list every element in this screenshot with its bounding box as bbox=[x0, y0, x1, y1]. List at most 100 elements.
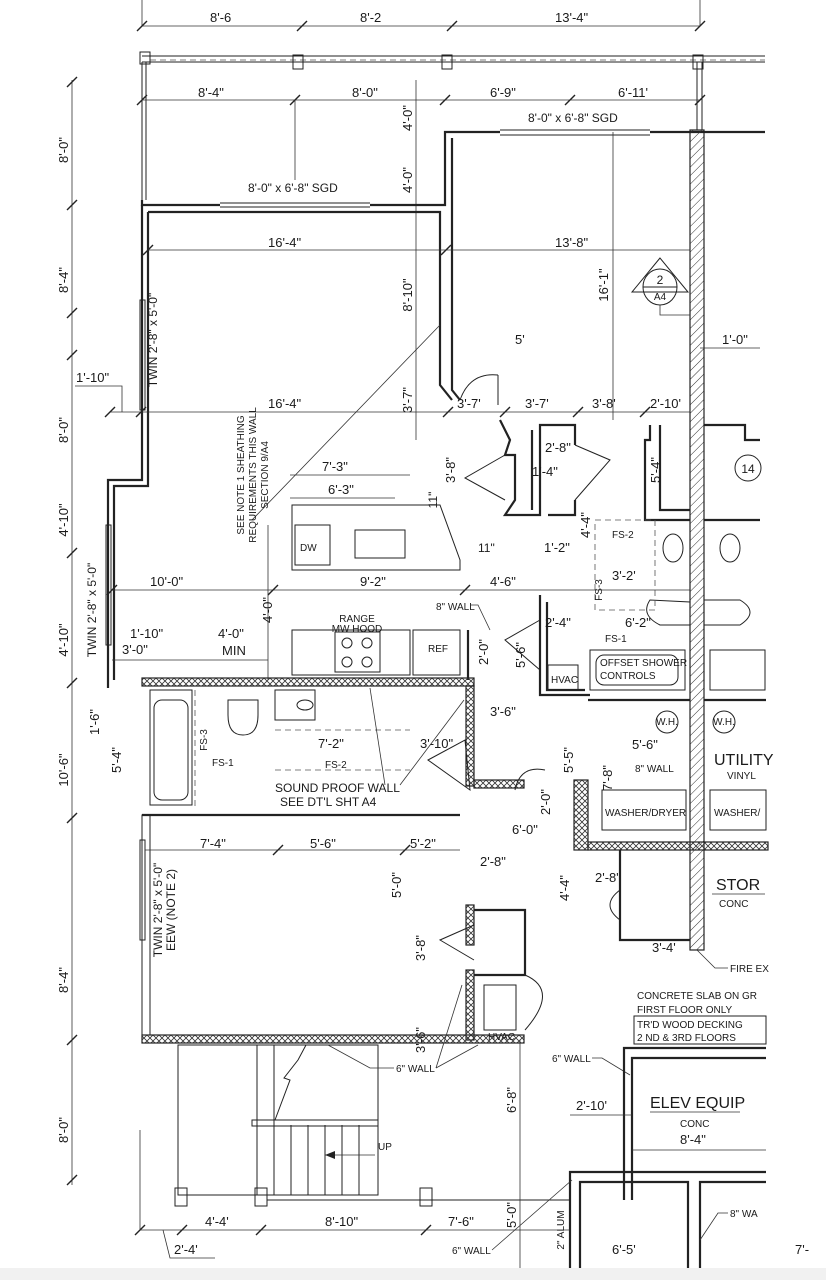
dim-text: 7'-4" bbox=[200, 836, 226, 851]
dim-text: 10'-0" bbox=[150, 574, 184, 589]
dim-text: 4'-4" bbox=[557, 875, 572, 901]
dim-text: 3'-2' bbox=[612, 568, 636, 583]
shower-note: OFFSET SHOWER bbox=[600, 658, 687, 669]
dim-text: 2'-4" bbox=[545, 615, 571, 630]
dim-text: 3'-0" bbox=[122, 642, 148, 657]
sliding-door-label: 8'-0" x 6'-8" SGD bbox=[248, 181, 338, 195]
elevator-equipment-room bbox=[568, 1046, 766, 1268]
material-note: 2" ALUM bbox=[556, 1210, 567, 1249]
dim-text: 3'-8' bbox=[592, 396, 616, 411]
dim-text: 10'-6" bbox=[56, 753, 71, 787]
hvac-label: HVAC bbox=[551, 675, 578, 686]
dim-text: 16'-1" bbox=[596, 268, 611, 302]
dim-text: 3'-7" bbox=[400, 387, 415, 413]
window-label: TWIN 2'-8" x 5'-0" bbox=[146, 293, 160, 387]
dim-text: 9'-2" bbox=[360, 574, 386, 589]
window-label: TWIN 2'-8" x 5'-0" bbox=[151, 863, 165, 957]
decking-note-box bbox=[633, 1015, 767, 1045]
wall-note: SEE DT'L SHT A4 bbox=[280, 795, 377, 809]
stairs bbox=[174, 1044, 570, 1207]
sound-proof-wall bbox=[587, 841, 769, 851]
hvac-label: HVAC bbox=[488, 1032, 515, 1043]
dim-text: 2'-10' bbox=[650, 396, 681, 411]
note-text: SECTION 9/A4 bbox=[260, 441, 271, 509]
floor-finish: CONC bbox=[680, 1119, 709, 1130]
dim-text: 13'-8" bbox=[555, 235, 589, 250]
dim-text: 7'-3" bbox=[322, 459, 348, 474]
wall-note: 6" WALL bbox=[452, 1246, 491, 1257]
dim-text: 7'-8" bbox=[600, 765, 615, 791]
left-dimension-line bbox=[66, 76, 78, 1186]
dim-text: 2'-8" bbox=[480, 854, 506, 869]
dim-text: 5'-4" bbox=[109, 747, 124, 773]
fixture-label: FS-1 bbox=[212, 758, 234, 769]
dim-text: 6'-0" bbox=[512, 822, 538, 837]
fixture-label: FS-2 bbox=[612, 530, 634, 541]
floor-finish: CONC bbox=[719, 899, 748, 910]
fixture-label: FS-3 bbox=[199, 729, 210, 751]
sound-proof-wall bbox=[573, 779, 589, 851]
dim-text: 3'-7' bbox=[525, 396, 549, 411]
utility-room bbox=[588, 698, 767, 831]
appliance-label: RANGE bbox=[339, 614, 375, 625]
dim-text: 2'-8" bbox=[545, 440, 571, 455]
dim-text: 8'-4" bbox=[56, 967, 71, 993]
dim-text: 3'-10" bbox=[420, 736, 454, 751]
dim-text: 4'-10" bbox=[56, 623, 71, 657]
dim-text: 1'-0" bbox=[722, 332, 748, 347]
dim-text: 4'-10" bbox=[56, 503, 71, 537]
dim-text: 5'-6" bbox=[310, 836, 336, 851]
dim-text: 4'-0" bbox=[400, 105, 415, 131]
dim-text: 5'-6" bbox=[632, 737, 658, 752]
dim-text: 4'-4' bbox=[205, 1214, 229, 1229]
dim-text: 8'-0" bbox=[56, 1117, 71, 1143]
dim-text: 8'-0" bbox=[352, 85, 378, 100]
dim-text: 3'-4' bbox=[652, 940, 676, 955]
section-number: 2 bbox=[657, 273, 664, 287]
stair-direction: UP bbox=[378, 1142, 392, 1153]
dim-text: 13'-4" bbox=[555, 10, 589, 25]
appliance-label: MW HOOD bbox=[332, 624, 383, 635]
dim-text: 1'-10" bbox=[76, 370, 110, 385]
dim-text: 7'- bbox=[795, 1242, 809, 1257]
window bbox=[105, 524, 112, 646]
dim-text: 5'-5" bbox=[561, 747, 576, 773]
dim-text: 2'-0" bbox=[476, 639, 491, 665]
dim-text: 6'-2" bbox=[625, 615, 651, 630]
dim-text: 6'-9" bbox=[490, 85, 516, 100]
dim-text: 2'-10' bbox=[576, 1098, 607, 1113]
water-heater-label: W.H. bbox=[656, 717, 678, 728]
dim-text: 3'-7' bbox=[457, 396, 481, 411]
note-text: REQUIREMENTS THIS WALL bbox=[248, 407, 259, 543]
room-label: ELEV EQUIP bbox=[650, 1095, 745, 1112]
wall bbox=[141, 814, 151, 1036]
fixture-label: FS-1 bbox=[605, 634, 627, 645]
window-label: TWIN 2'-8" x 5'-0" bbox=[85, 563, 99, 657]
dim-text: 6'-3" bbox=[328, 482, 354, 497]
sound-proof-wall bbox=[141, 677, 475, 687]
dim-text: 8'-6 bbox=[210, 10, 231, 25]
dim-text: 5'-0" bbox=[389, 872, 404, 898]
window-label: EEW (NOTE 2) bbox=[164, 869, 178, 951]
dim-text: 1'-10" bbox=[130, 626, 164, 641]
dim-text: 5'-4" bbox=[648, 457, 663, 483]
dim-text: 5'-0" bbox=[504, 1202, 519, 1228]
dim-text: 8'-2 bbox=[360, 10, 381, 25]
section-marker bbox=[630, 257, 690, 316]
appliance-label: WASHER/DRYER bbox=[605, 808, 686, 819]
water-heater-label: W.H. bbox=[713, 717, 735, 728]
dim-text: 1'-4" bbox=[532, 464, 558, 479]
upper-closets bbox=[463, 419, 766, 697]
dim-text: 6'-11' bbox=[618, 85, 648, 100]
sliding-door-label: 8'-0" x 6'-8" SGD bbox=[528, 111, 618, 125]
fixture-label: FS-2 bbox=[325, 760, 347, 771]
section-sheet: A4 bbox=[654, 292, 667, 303]
kitchen bbox=[291, 504, 470, 680]
dim-text: 7'-6" bbox=[448, 1214, 474, 1229]
note-text: SEE NOTE 1 SHEATHING bbox=[236, 415, 247, 535]
wall-note: SOUND PROOF WALL bbox=[275, 781, 400, 795]
dim-text: 4'-4" bbox=[578, 512, 593, 538]
dim-text: 2'-8" bbox=[595, 870, 621, 885]
floor-note: FIRST FLOOR ONLY bbox=[637, 1005, 733, 1016]
dim-text: 1'-6" bbox=[87, 709, 102, 735]
